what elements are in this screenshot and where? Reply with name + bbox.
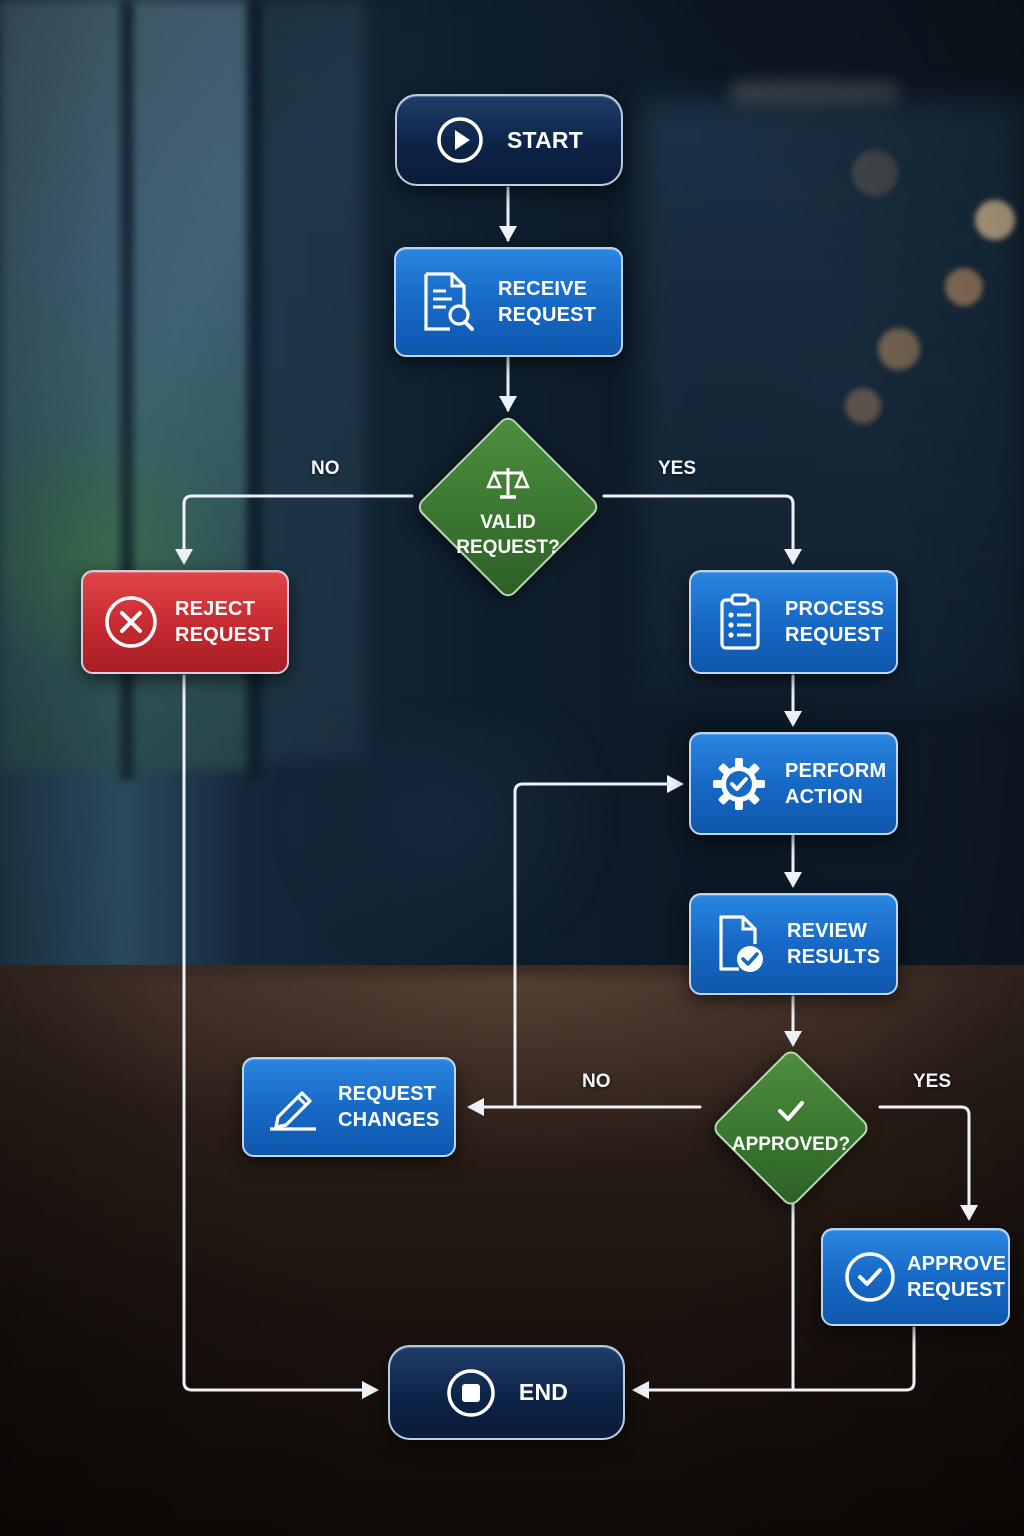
- start-label: START: [507, 126, 583, 153]
- process-request-label: PROCESS REQUEST: [785, 598, 885, 646]
- connector-loop-perform: [513, 782, 678, 1109]
- valid-no-label: NO: [311, 458, 340, 479]
- end-node[interactable]: END: [388, 1345, 625, 1440]
- connector-approve-end: [640, 1326, 916, 1392]
- valid-request-decision[interactable]: VALID REQUEST?: [412, 412, 604, 602]
- clipboard-list-icon: [719, 593, 761, 651]
- scales-icon: [486, 465, 530, 508]
- receive-request-node[interactable]: RECEIVE REQUEST: [394, 247, 623, 357]
- valid-request-label: VALID REQUEST?: [456, 511, 560, 558]
- request-changes-node[interactable]: REQUEST CHANGES: [242, 1057, 456, 1157]
- pencil-icon: [268, 1083, 318, 1131]
- perform-action-node[interactable]: PERFORM ACTION: [689, 732, 898, 835]
- review-results-label: REVIEW RESULTS: [787, 920, 881, 968]
- gear-check-icon: [711, 756, 767, 812]
- perform-action-label: PERFORM ACTION: [785, 759, 887, 808]
- check-icon: [776, 1099, 806, 1130]
- stop-icon: [445, 1367, 497, 1419]
- approved-label: APPROVED?: [731, 1134, 851, 1155]
- end-label: END: [518, 1379, 569, 1405]
- receive-request-label: RECEIVE REQUEST: [498, 278, 597, 326]
- connector-approved-approve: [878, 1105, 971, 1220]
- review-results-node[interactable]: REVIEW RESULTS: [689, 893, 898, 995]
- connector-valid-process: [602, 494, 795, 564]
- process-request-node[interactable]: PROCESS REQUEST: [689, 570, 898, 674]
- x-circle-icon: [103, 594, 159, 650]
- approved-no-label: NO: [582, 1071, 611, 1092]
- connector-reject-end: [182, 674, 374, 1392]
- reject-request-node[interactable]: REJECT REQUEST: [81, 570, 289, 674]
- valid-yes-label: YES: [658, 458, 697, 479]
- document-search-icon: [422, 271, 474, 333]
- approved-decision[interactable]: APPROVED?: [699, 1047, 883, 1209]
- document-check-icon: [717, 914, 765, 974]
- approve-request-node[interactable]: APPROVE REQUEST: [821, 1228, 1010, 1326]
- reject-request-label: REJECT REQUEST: [175, 598, 274, 646]
- approved-yes-label: YES: [913, 1071, 952, 1092]
- connector-valid-reject: [182, 494, 414, 564]
- approve-request-label: APPROVE REQUEST: [907, 1253, 1007, 1301]
- play-icon: [435, 115, 485, 165]
- start-node[interactable]: START: [395, 94, 623, 186]
- check-circle-icon: [843, 1250, 897, 1304]
- request-changes-label: REQUEST CHANGES: [338, 1083, 440, 1131]
